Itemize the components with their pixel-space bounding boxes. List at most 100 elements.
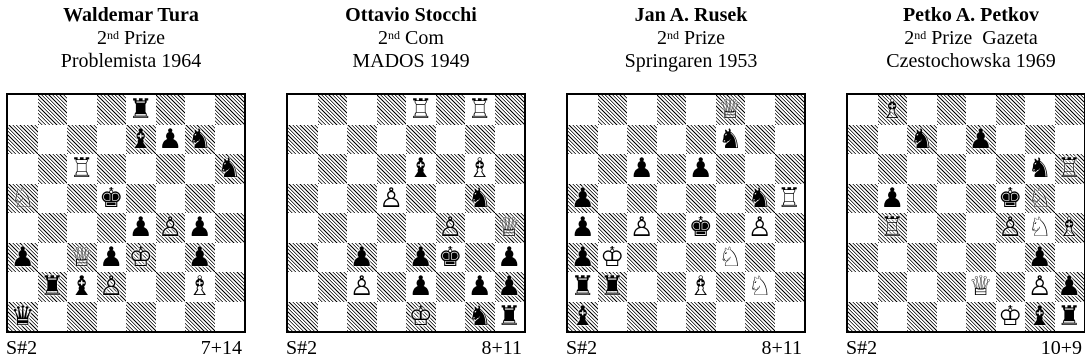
square-a7 [288, 125, 318, 155]
square-b3 [318, 243, 348, 273]
white-knight-icon: ♘ [1025, 213, 1055, 243]
square-f6 [716, 154, 746, 184]
prize-ordinal: 2 [904, 27, 914, 49]
square-f8 [156, 95, 186, 125]
square-h7 [495, 125, 525, 155]
black-pawn-icon: ♟ [568, 243, 598, 273]
square-h7 [775, 125, 805, 155]
black-rook-icon: ♜ [568, 272, 598, 302]
square-f2 [716, 272, 746, 302]
square-f1 [436, 302, 466, 332]
square-d5 [657, 184, 687, 214]
square-g3 [465, 243, 495, 273]
white-pawn-icon: ♙ [347, 272, 377, 302]
square-f2 [996, 272, 1026, 302]
black-pawn-icon: ♟ [406, 272, 436, 302]
square-e5 [126, 184, 156, 214]
square-f5 [436, 184, 466, 214]
black-pawn-icon: ♟ [185, 243, 215, 273]
square-b6 [878, 154, 908, 184]
square-h2 [775, 272, 805, 302]
white-bishop-icon: ♗ [1055, 213, 1085, 243]
square-c8 [907, 95, 937, 125]
square-a6 [848, 154, 878, 184]
square-b1 [38, 302, 68, 332]
square-h8 [1055, 95, 1085, 125]
problem-header: Petko A. Petkov2nd Prize GazetaCzestocho… [846, 4, 1085, 73]
chess-board: ♗♞♟♞♖♟♚♘♖♙♘♗♟♕♙♟♔♝♜ [846, 93, 1085, 333]
problem-footer: S#27+14 [6, 337, 242, 360]
white-pawn-icon: ♙ [1025, 272, 1055, 302]
square-b6 [598, 154, 628, 184]
square-d8 [937, 95, 967, 125]
black-rook-icon: ♜ [1055, 302, 1085, 332]
chess-board: ♕♞♟♟♟♞♖♟♙♚♙♟♔♘♜♜♗♘♝ [566, 93, 806, 333]
prize-line: 2nd Com [286, 27, 536, 50]
square-h8 [495, 95, 525, 125]
square-d2 [377, 272, 407, 302]
square-d8 [97, 95, 127, 125]
prize-line: 2nd Prize [6, 27, 256, 50]
black-pawn-icon: ♟ [406, 243, 436, 273]
square-h4 [215, 213, 245, 243]
square-e4 [406, 213, 436, 243]
black-knight-icon: ♞ [745, 184, 775, 214]
square-e3 [966, 243, 996, 273]
square-d8 [657, 95, 687, 125]
square-h7 [215, 125, 245, 155]
white-queen-icon: ♕ [966, 272, 996, 302]
square-f7 [436, 125, 466, 155]
square-h5 [215, 184, 245, 214]
black-knight-icon: ♞ [465, 302, 495, 332]
square-c1 [627, 302, 657, 332]
square-a5 [288, 184, 318, 214]
square-b4 [598, 213, 628, 243]
white-bishop-icon: ♗ [465, 154, 495, 184]
white-pawn-icon: ♙ [996, 213, 1026, 243]
square-f5 [156, 184, 186, 214]
black-knight-icon: ♞ [716, 125, 746, 155]
white-pawn-icon: ♙ [745, 213, 775, 243]
square-b7 [598, 125, 628, 155]
square-a6 [568, 154, 598, 184]
square-c5 [627, 184, 657, 214]
square-h5 [1055, 184, 1085, 214]
square-e4 [966, 213, 996, 243]
square-e5 [686, 184, 716, 214]
white-bishop-icon: ♗ [878, 95, 908, 125]
square-b5 [598, 184, 628, 214]
author-name: Jan A. Rusek [566, 4, 816, 27]
square-d1 [377, 302, 407, 332]
square-h1 [775, 302, 805, 332]
square-d2 [937, 272, 967, 302]
square-c4 [67, 213, 97, 243]
black-queen-icon: ♛ [8, 302, 38, 332]
black-knight-icon: ♞ [215, 154, 245, 184]
square-g8 [185, 95, 215, 125]
square-g7 [1025, 125, 1055, 155]
square-a6 [288, 154, 318, 184]
square-c3 [907, 243, 937, 273]
square-d5 [937, 184, 967, 214]
square-a8 [568, 95, 598, 125]
chess-board: ♖♖♝♗♙♞♙♕♟♟♚♟♙♟♟♟♔♞♜ [286, 93, 526, 333]
prize-line: 2nd Prize Gazeta [846, 27, 1085, 50]
square-e6 [126, 154, 156, 184]
square-f5 [716, 184, 746, 214]
square-c7 [627, 125, 657, 155]
square-f8 [996, 95, 1026, 125]
square-b1 [878, 302, 908, 332]
square-f6 [436, 154, 466, 184]
square-c2 [907, 272, 937, 302]
square-c5 [347, 184, 377, 214]
author-name: Petko A. Petkov [846, 4, 1085, 27]
square-d8 [377, 95, 407, 125]
prize-label: Prize [119, 27, 165, 49]
square-c6 [907, 154, 937, 184]
stipulation: S#2 [6, 337, 37, 360]
square-b3 [878, 243, 908, 273]
white-rook-icon: ♖ [67, 154, 97, 184]
problem-4: Petko A. Petkov2nd Prize GazetaCzestocho… [846, 0, 1085, 73]
square-g1 [745, 302, 775, 332]
square-g5 [185, 184, 215, 214]
